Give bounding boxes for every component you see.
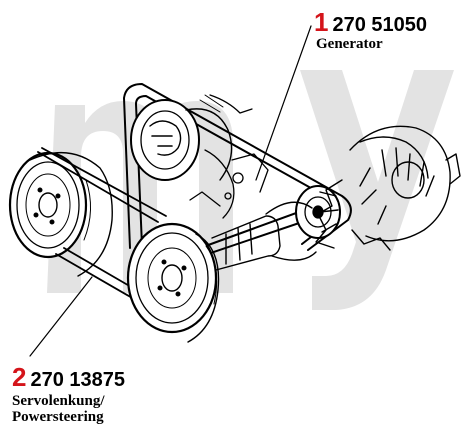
crankshaft-shaft	[211, 201, 317, 271]
part-number: 270 13875	[30, 369, 126, 391]
part-description-line-1: Servolenkung/	[12, 393, 105, 409]
callout-index: 2	[12, 362, 27, 392]
leader-line-powersteering	[29, 276, 93, 357]
crankshaft-pulley-icon	[126, 222, 220, 343]
engine-bracket	[189, 94, 269, 219]
alternator-pulley-icon	[130, 94, 233, 181]
alternator-icon	[315, 125, 461, 251]
tensioner-pulley-icon	[295, 185, 341, 239]
power-steering-pulley-icon	[8, 151, 113, 277]
leader-line-generator	[255, 25, 312, 181]
part-description-line-2: Powersteering	[12, 409, 104, 425]
callout-index: 1	[314, 7, 329, 37]
part-number: 270 51050	[332, 14, 428, 36]
part-description: Generator	[316, 36, 383, 52]
